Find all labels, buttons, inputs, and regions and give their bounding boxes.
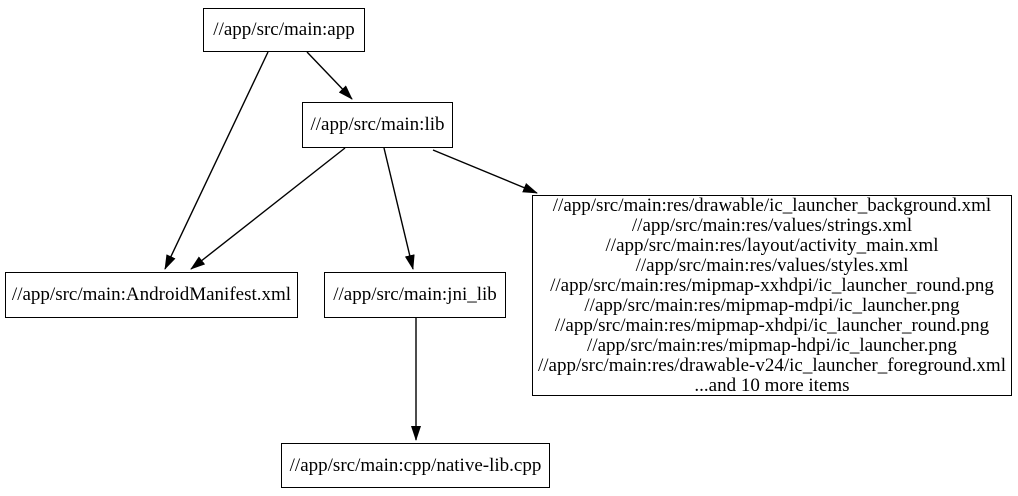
node-label: //app/src/main:res/layout/activity_main.… bbox=[605, 234, 939, 256]
node-label: //app/src/main:res/mipmap-mdpi/ic_launch… bbox=[584, 294, 960, 316]
node-label: //app/src/main:res/mipmap-xxhdpi/ic_laun… bbox=[550, 274, 994, 296]
edge-app-to-android-manifest bbox=[164, 51, 269, 270]
node-label: //app/src/main:res/mipmap-xhdpi/ic_launc… bbox=[554, 314, 990, 336]
graph-node-app: //app/src/main:app bbox=[203, 8, 365, 52]
node-label: //app/src/main:res/drawable/ic_launcher_… bbox=[552, 194, 992, 216]
graph-node-android-manifest: //app/src/main:AndroidManifest.xml bbox=[5, 272, 298, 318]
graph-node-lib: //app/src/main:lib bbox=[302, 102, 453, 148]
node-label: ...and 10 more items bbox=[694, 374, 850, 396]
graph-node-jni-lib: //app/src/main:jni_lib bbox=[324, 272, 506, 318]
node-label: //app/src/main:cpp/native-lib.cpp bbox=[289, 454, 542, 476]
node-label: //app/src/main:app bbox=[213, 19, 355, 40]
edge-group bbox=[164, 51, 538, 441]
node-label: //app/src/main:AndroidManifest.xml bbox=[11, 284, 292, 305]
node-label: //app/src/main:lib bbox=[310, 114, 445, 135]
node-label: //app/src/main:jni_lib bbox=[333, 284, 497, 305]
node-label: //app/src/main:res/drawable-v24/ic_launc… bbox=[538, 354, 1006, 376]
node-label: //app/src/main:res/values/strings.xml bbox=[631, 214, 913, 236]
graph-node-res-group: //app/src/main:res/drawable/ic_launcher_… bbox=[532, 195, 1012, 396]
node-label: //app/src/main:res/values/styles.xml bbox=[635, 254, 909, 276]
node-label: //app/src/main:res/mipmap-hdpi/ic_launch… bbox=[587, 334, 957, 356]
edge-lib-to-jni-lib bbox=[383, 147, 415, 270]
graph-node-native-lib-cpp: //app/src/main:cpp/native-lib.cpp bbox=[281, 443, 550, 488]
edge-lib-to-res-group bbox=[432, 149, 538, 194]
edge-app-to-lib bbox=[306, 51, 353, 100]
edge-lib-to-android-manifest bbox=[190, 147, 346, 270]
